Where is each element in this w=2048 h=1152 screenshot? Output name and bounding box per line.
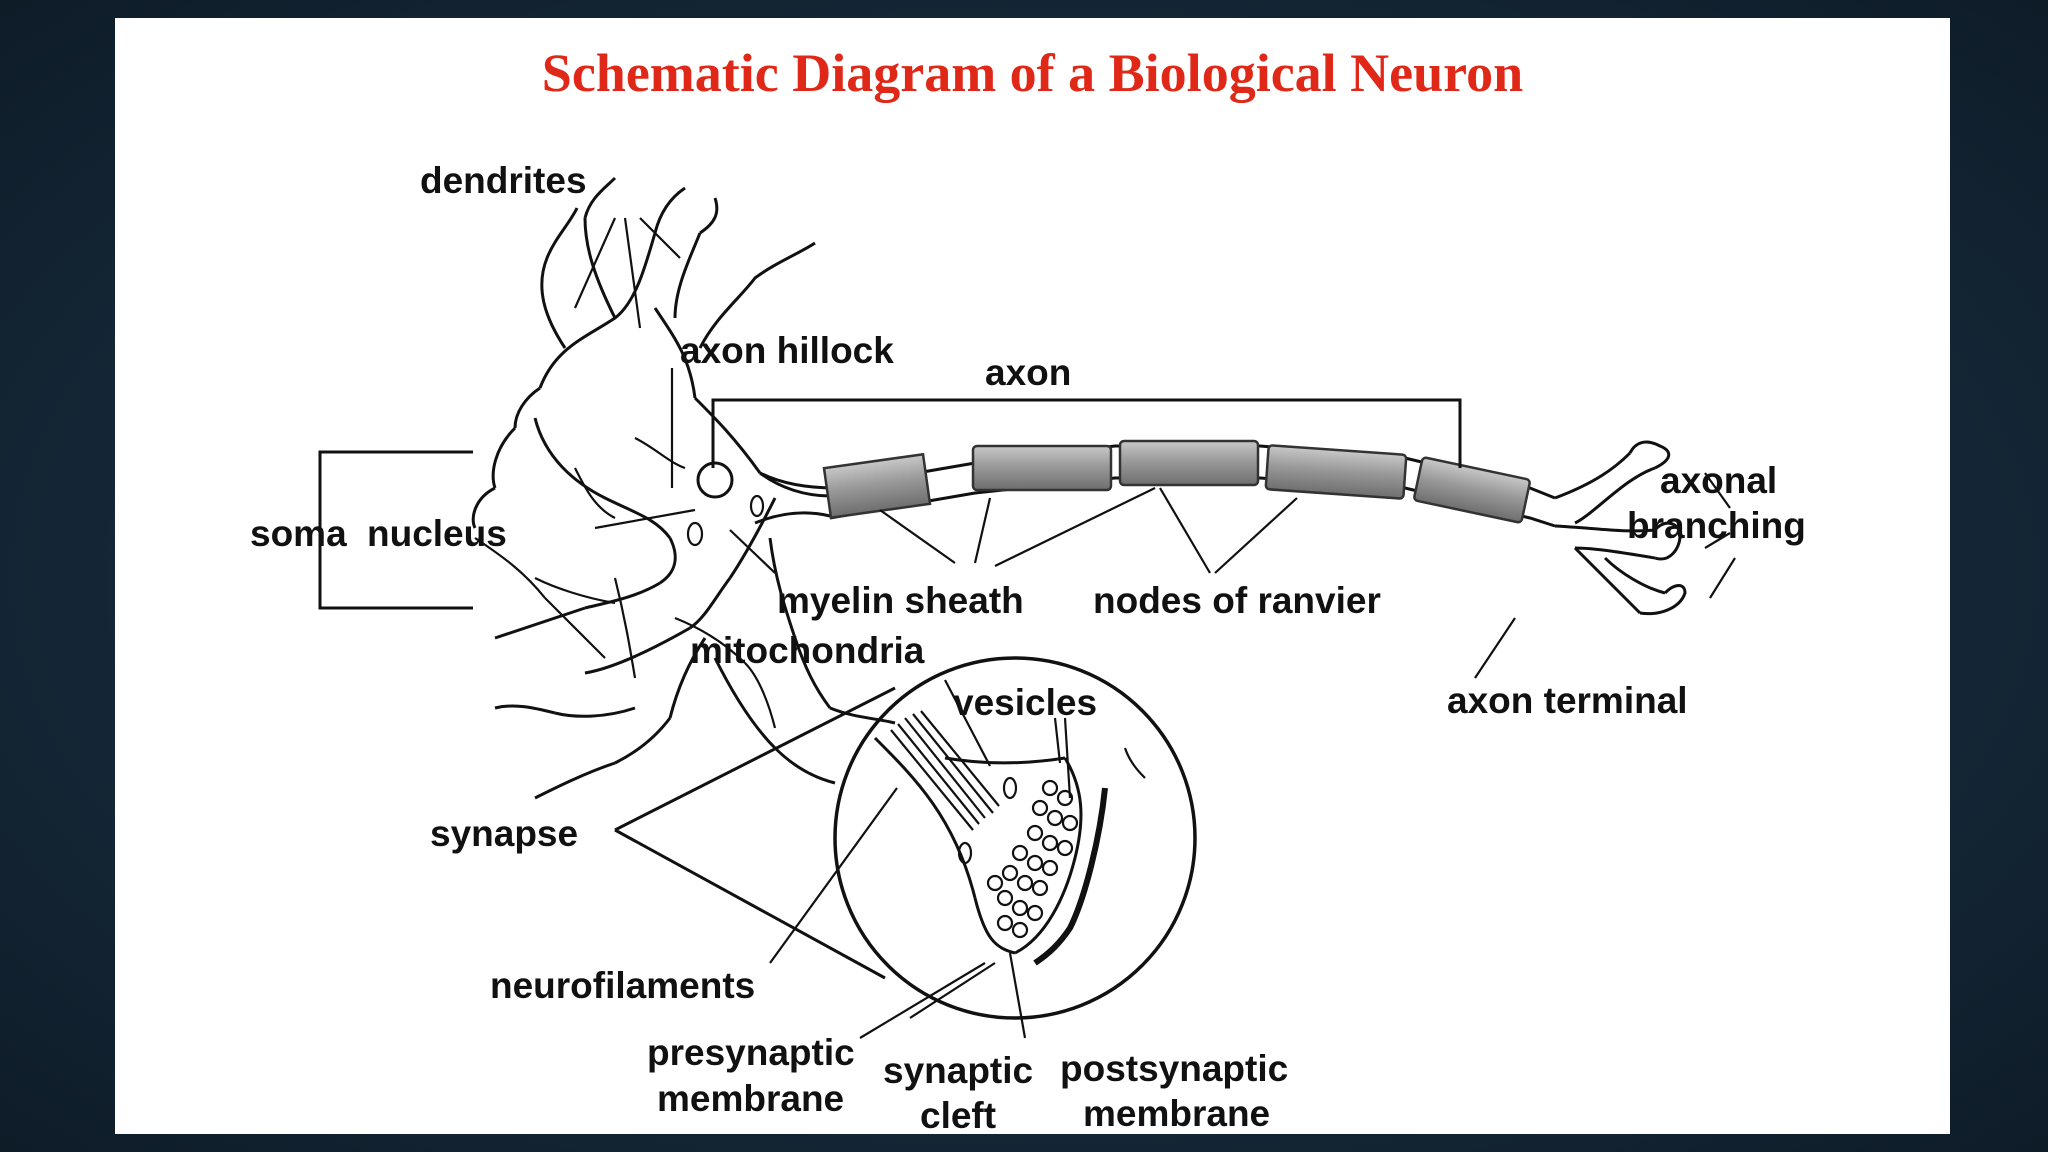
label-axon: axon bbox=[985, 352, 1071, 393]
label-soma: soma bbox=[250, 513, 347, 554]
label-nodes-of-ranvier: nodes of ranvier bbox=[1093, 580, 1381, 621]
synapse-magnifier bbox=[614, 656, 1197, 1020]
label-nucleus: nucleus bbox=[367, 513, 507, 554]
label-axonal-2: branching bbox=[1627, 505, 1806, 546]
label-presynaptic-1: presynaptic bbox=[647, 1032, 855, 1073]
label-synaptic-cleft-1: synaptic bbox=[883, 1050, 1033, 1091]
axon-bracket bbox=[711, 398, 1462, 468]
label-postsynaptic-2: membrane bbox=[1083, 1093, 1270, 1134]
label-axon-terminal: axon terminal bbox=[1447, 680, 1688, 721]
label-postsynaptic-1: postsynaptic bbox=[1060, 1048, 1288, 1089]
label-axon-hillock: axon hillock bbox=[680, 330, 894, 371]
nucleus-shape bbox=[686, 461, 765, 547]
soma-bracket bbox=[318, 450, 473, 610]
axon-terminal-shape bbox=[1554, 440, 1736, 616]
label-synapse: synapse bbox=[430, 813, 578, 854]
leader-lines bbox=[573, 217, 1516, 1039]
slide: Schematic Diagram of a Biological Neuron bbox=[115, 18, 1950, 1134]
label-synaptic-cleft-2: cleft bbox=[920, 1095, 996, 1134]
label-dendrites: dendrites bbox=[420, 160, 587, 201]
axon-hillock-shape bbox=[759, 471, 831, 498]
neuron-diagram: dendrites axon hillock axon soma nucleus… bbox=[250, 160, 1806, 1134]
label-mitochondria: mitochondria bbox=[690, 630, 925, 671]
label-axonal-1: axonal bbox=[1660, 460, 1777, 501]
label-neurofilaments: neurofilaments bbox=[490, 965, 755, 1006]
label-vesicles: vesicles bbox=[953, 682, 1097, 723]
label-presynaptic-2: membrane bbox=[657, 1078, 844, 1119]
slide-title: Schematic Diagram of a Biological Neuron bbox=[541, 43, 1524, 103]
label-myelin-sheath: myelin sheath bbox=[777, 580, 1024, 621]
axon-shape bbox=[822, 439, 1556, 528]
vesicles-cluster bbox=[957, 776, 1079, 939]
